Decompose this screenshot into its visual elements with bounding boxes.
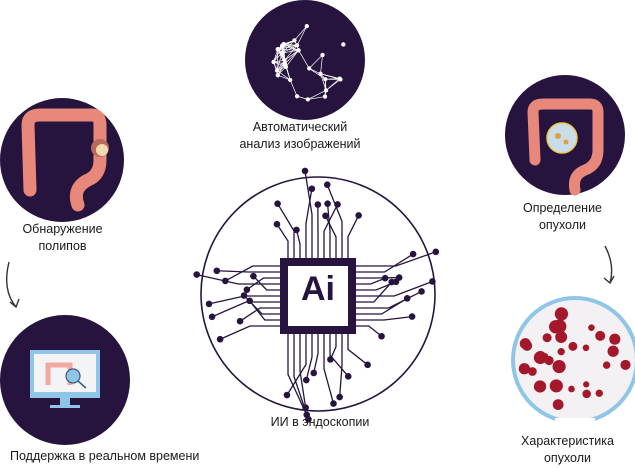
trace-node [301, 167, 309, 175]
cell [533, 383, 542, 391]
trace-node [213, 267, 221, 275]
cell [552, 359, 566, 374]
cell [554, 307, 569, 321]
tumor-cells-icon [511, 296, 635, 428]
cell [595, 330, 606, 341]
node-label-image-analysis: Автоматический анализ изображений [230, 119, 370, 153]
trace-node [324, 200, 331, 208]
cell [568, 341, 578, 351]
cell [549, 379, 563, 393]
label-line: анализ изображений [239, 137, 361, 151]
trace-node [314, 201, 322, 208]
cell [557, 348, 565, 356]
center-title: ИИ в эндоскопии [270, 415, 370, 429]
trace-node [322, 212, 329, 220]
trace-node [403, 295, 411, 302]
label-line: Автоматический [252, 120, 348, 134]
trace-node [302, 404, 309, 411]
trace-node [381, 274, 389, 282]
trace-node [283, 391, 291, 399]
label-line: Поддержка в реальном времени [10, 449, 200, 463]
cell [555, 331, 568, 344]
monitor-icon [0, 315, 130, 445]
trace-node [308, 185, 316, 193]
label-line: опухоли [543, 451, 592, 465]
label-line: Характеристика [521, 434, 614, 448]
cell [552, 399, 564, 410]
trace-node [344, 373, 352, 380]
label-line: полипов [38, 239, 87, 253]
label-line: Определение [522, 201, 603, 215]
cell [607, 345, 619, 357]
trace-node [243, 286, 251, 294]
trace-node [378, 332, 385, 340]
trace-node [273, 220, 281, 228]
trace-node [246, 297, 253, 305]
label-line: опухоли [538, 218, 587, 232]
trace-node [236, 317, 244, 325]
trace-node [310, 369, 318, 377]
cell [582, 344, 590, 352]
cell [528, 367, 537, 376]
cell [519, 338, 531, 350]
colon-polyp-icon [0, 98, 124, 222]
trace-node [293, 226, 300, 234]
cell [518, 363, 531, 375]
trace-node [216, 335, 224, 343]
cell [588, 324, 595, 331]
ai-chip-icon [193, 167, 440, 423]
trace-node [327, 356, 334, 363]
trace-node [388, 278, 395, 286]
arrow-down-left-icon [6, 261, 20, 309]
trace-node [205, 300, 213, 308]
cell [542, 353, 549, 360]
trace-node [429, 278, 436, 285]
node-label-realtime-support: Поддержка в реальном времени [10, 448, 210, 465]
arrow-down-right-icon [603, 245, 615, 285]
cell [542, 333, 552, 343]
trace-node [208, 313, 216, 321]
trace-node [336, 393, 343, 401]
chip-text: Ai [301, 270, 335, 308]
neural-network-icon [245, 0, 365, 120]
node-label-tumor-characterization: Характеристика опухоли [505, 433, 630, 467]
cell [602, 361, 611, 369]
trace-node [305, 415, 312, 423]
trace-node [330, 400, 337, 407]
trace-node [355, 212, 362, 219]
trace-node [323, 181, 331, 189]
trace-node [302, 376, 310, 384]
trace-node [240, 292, 248, 299]
node-label-polyp-detection: Обнаружение полипов [0, 221, 125, 255]
cell [620, 359, 631, 370]
cell [568, 385, 575, 393]
label-line: Обнаружение [22, 222, 103, 236]
cell [582, 389, 591, 399]
cell [583, 381, 590, 388]
cell [609, 333, 621, 345]
cell [595, 389, 603, 397]
trace-node [408, 313, 416, 320]
trace-node [409, 250, 417, 258]
trace-node [274, 200, 281, 208]
node-label-tumor-detection: Определение опухоли [500, 200, 625, 234]
trace-node [432, 248, 440, 256]
trace-node [364, 361, 371, 369]
colon-tumor-icon [505, 75, 625, 196]
cell [552, 319, 567, 334]
trace-node [250, 272, 257, 280]
trace-node [418, 288, 425, 295]
trace-node [193, 271, 201, 278]
